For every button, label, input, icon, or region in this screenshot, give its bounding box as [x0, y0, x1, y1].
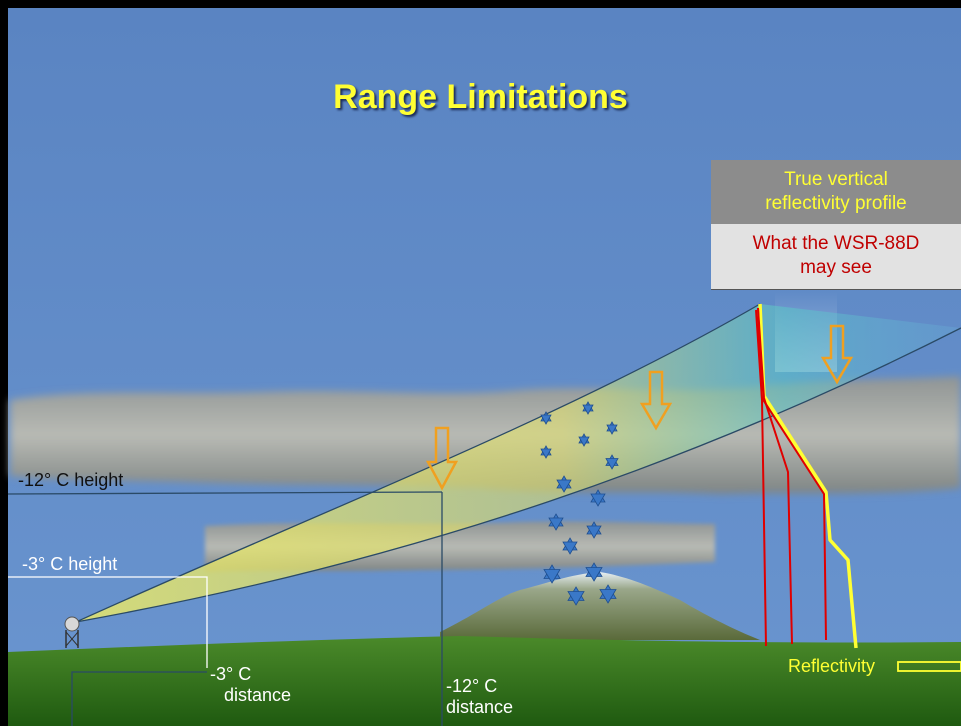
slide-title: Range Limitations — [333, 78, 628, 116]
reflectivity-axis-arrow — [897, 661, 961, 672]
minus12-distance-label: -12° C distance — [446, 676, 513, 718]
legend-true-profile-text: True vertical reflectivity profile — [765, 169, 907, 214]
minus12-distance-line1: -12° C — [446, 676, 498, 696]
mountain — [440, 572, 760, 640]
legend-true-profile: True vertical reflectivity profile — [711, 160, 961, 224]
radar-profile-line — [755, 309, 767, 647]
minus3-distance-line2: distance — [224, 685, 292, 705]
reflectivity-label: Reflectivity — [788, 656, 876, 676]
down-arrow-icon — [820, 324, 854, 385]
legend-radar-view: What the WSR-88D may see — [711, 224, 961, 290]
minus3-height-line — [8, 576, 208, 668]
legend-radar-view-text: What the WSR-88D may see — [752, 233, 920, 278]
minus12-height-label: -12° C height — [18, 470, 124, 490]
beam-top-edge — [75, 303, 761, 623]
radar-profile-line — [757, 307, 793, 645]
minus12-height-line — [7, 491, 443, 495]
radar-beam — [76, 304, 961, 622]
ground — [8, 636, 961, 726]
minus12-distance-line2: distance — [446, 697, 514, 717]
down-arrow-icon — [425, 426, 459, 491]
minus3-height-label: -3° C height — [22, 554, 118, 574]
snowflakes — [540, 401, 619, 606]
minus3-distance-line — [71, 671, 207, 726]
minus3-distance-line1: -3° C — [210, 664, 252, 684]
down-arrow-icon — [639, 370, 673, 431]
radar-tower-icon — [64, 616, 80, 648]
minus3-distance-label: -3° C distance — [210, 664, 291, 706]
beam-bottom-edge — [75, 327, 961, 623]
